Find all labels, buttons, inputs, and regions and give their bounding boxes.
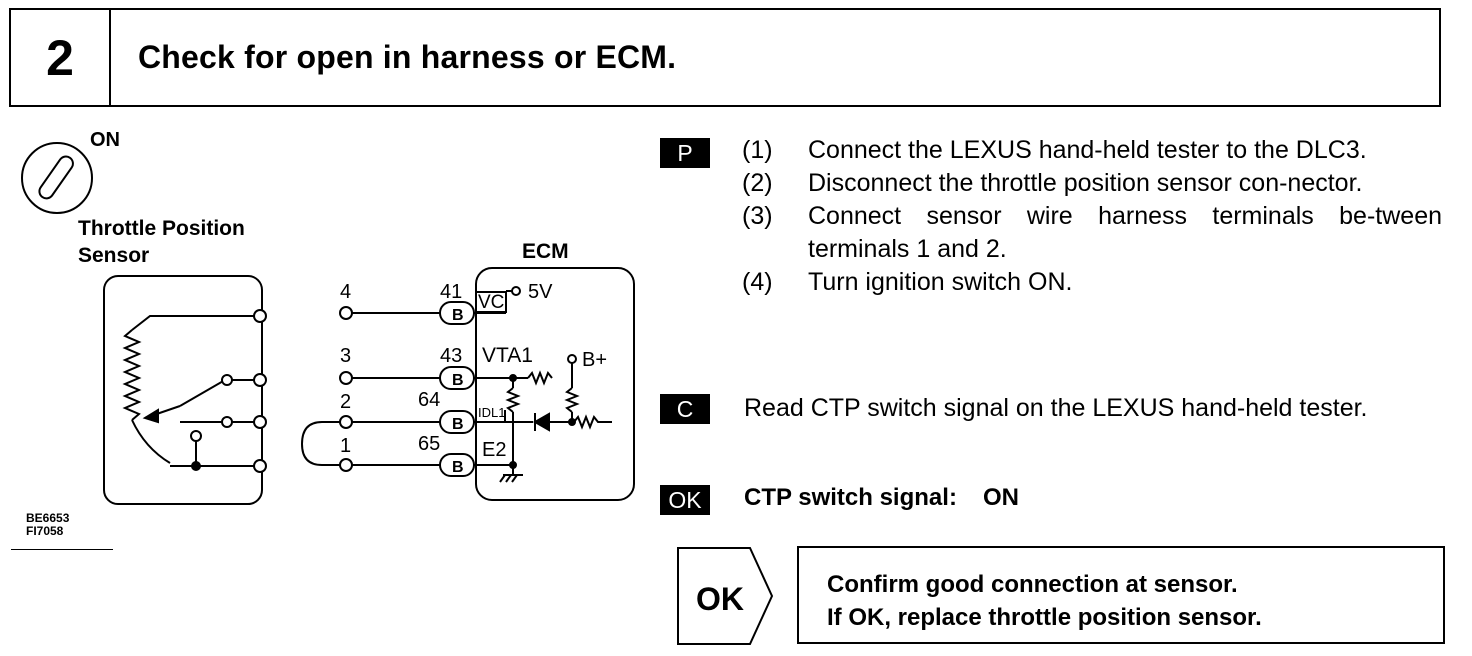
sensor-label-line1: Throttle Position	[78, 217, 245, 240]
wiring-diagram: ON Throttle Position Sensor 4 3 2 1	[11, 129, 635, 550]
ok-result-line1: Confirm good connection at sensor.	[827, 571, 1238, 598]
step-4: (4) Turn ignition switch ON.	[742, 268, 1073, 296]
harness-wires	[300, 306, 440, 472]
step-2: (2) Disconnect the throttle position sen…	[742, 169, 1363, 197]
step-number: 2	[11, 10, 111, 105]
check-marker-c: C	[660, 394, 710, 424]
signal-vc: VC	[478, 292, 504, 313]
signal-vta1: VTA1	[482, 344, 533, 367]
ok-condition: CTP switch signal: ON	[744, 484, 1019, 512]
signal-e2: E2	[482, 439, 506, 461]
read-instruction: Read CTP switch signal on the LEXUS hand…	[744, 394, 1368, 422]
ecm-label: ECM	[522, 240, 569, 263]
svg-text:B: B	[452, 416, 464, 433]
harness-terminal-2: 2	[340, 391, 351, 413]
supply-5v: 5V	[528, 281, 553, 303]
step-title: Check for open in harness or ECM.	[138, 39, 677, 75]
harness-terminal-3: 3	[340, 345, 351, 367]
ecm-box	[475, 267, 635, 501]
step-3: (3) Connect sensor wire harness terminal…	[742, 202, 1442, 263]
ok-condition-value: ON	[982, 484, 1019, 511]
svg-text:B: B	[452, 459, 464, 476]
ignition-label: ON	[90, 129, 120, 151]
ecm-pin-64: 64	[418, 389, 440, 411]
harness-terminal-4: 4	[340, 281, 351, 303]
ok-result-shape: OK	[677, 547, 774, 645]
sensor-label-line2: Sensor	[78, 244, 149, 267]
step-header: 2 Check for open in harness or ECM.	[9, 8, 1441, 107]
ok-marker: OK	[660, 485, 710, 515]
svg-text:B: B	[452, 372, 464, 389]
ecm-internal-circuit	[474, 286, 612, 483]
ecm-pin-65: 65	[418, 433, 440, 455]
signal-idl1: IDL1	[478, 405, 505, 420]
procedure-steps: (1) Connect the LEXUS hand-held tester t…	[742, 134, 1442, 299]
harness-terminal-1: 1	[340, 435, 351, 457]
ecm-pin-43: 43	[440, 345, 462, 367]
supply-b-plus: B+	[582, 349, 607, 371]
svg-text:B: B	[452, 307, 464, 324]
ok-result-box: Confirm good connection at sensor. If OK…	[797, 546, 1445, 644]
ok-condition-label: CTP switch signal:	[744, 484, 957, 511]
throttle-sensor-symbol	[103, 275, 267, 505]
ignition-switch-icon	[21, 142, 93, 214]
procedure-marker-p: P	[660, 138, 710, 168]
ecm-pin-41: 41	[440, 281, 462, 303]
ok-label: OK	[696, 581, 744, 617]
figure-codes: BE6653 FI7058	[26, 511, 70, 538]
connector-b: B B B B	[439, 301, 475, 477]
step-1: (1) Connect the LEXUS hand-held tester t…	[742, 136, 1367, 164]
ok-result-line2: If OK, replace throttle position sensor.	[827, 604, 1262, 631]
